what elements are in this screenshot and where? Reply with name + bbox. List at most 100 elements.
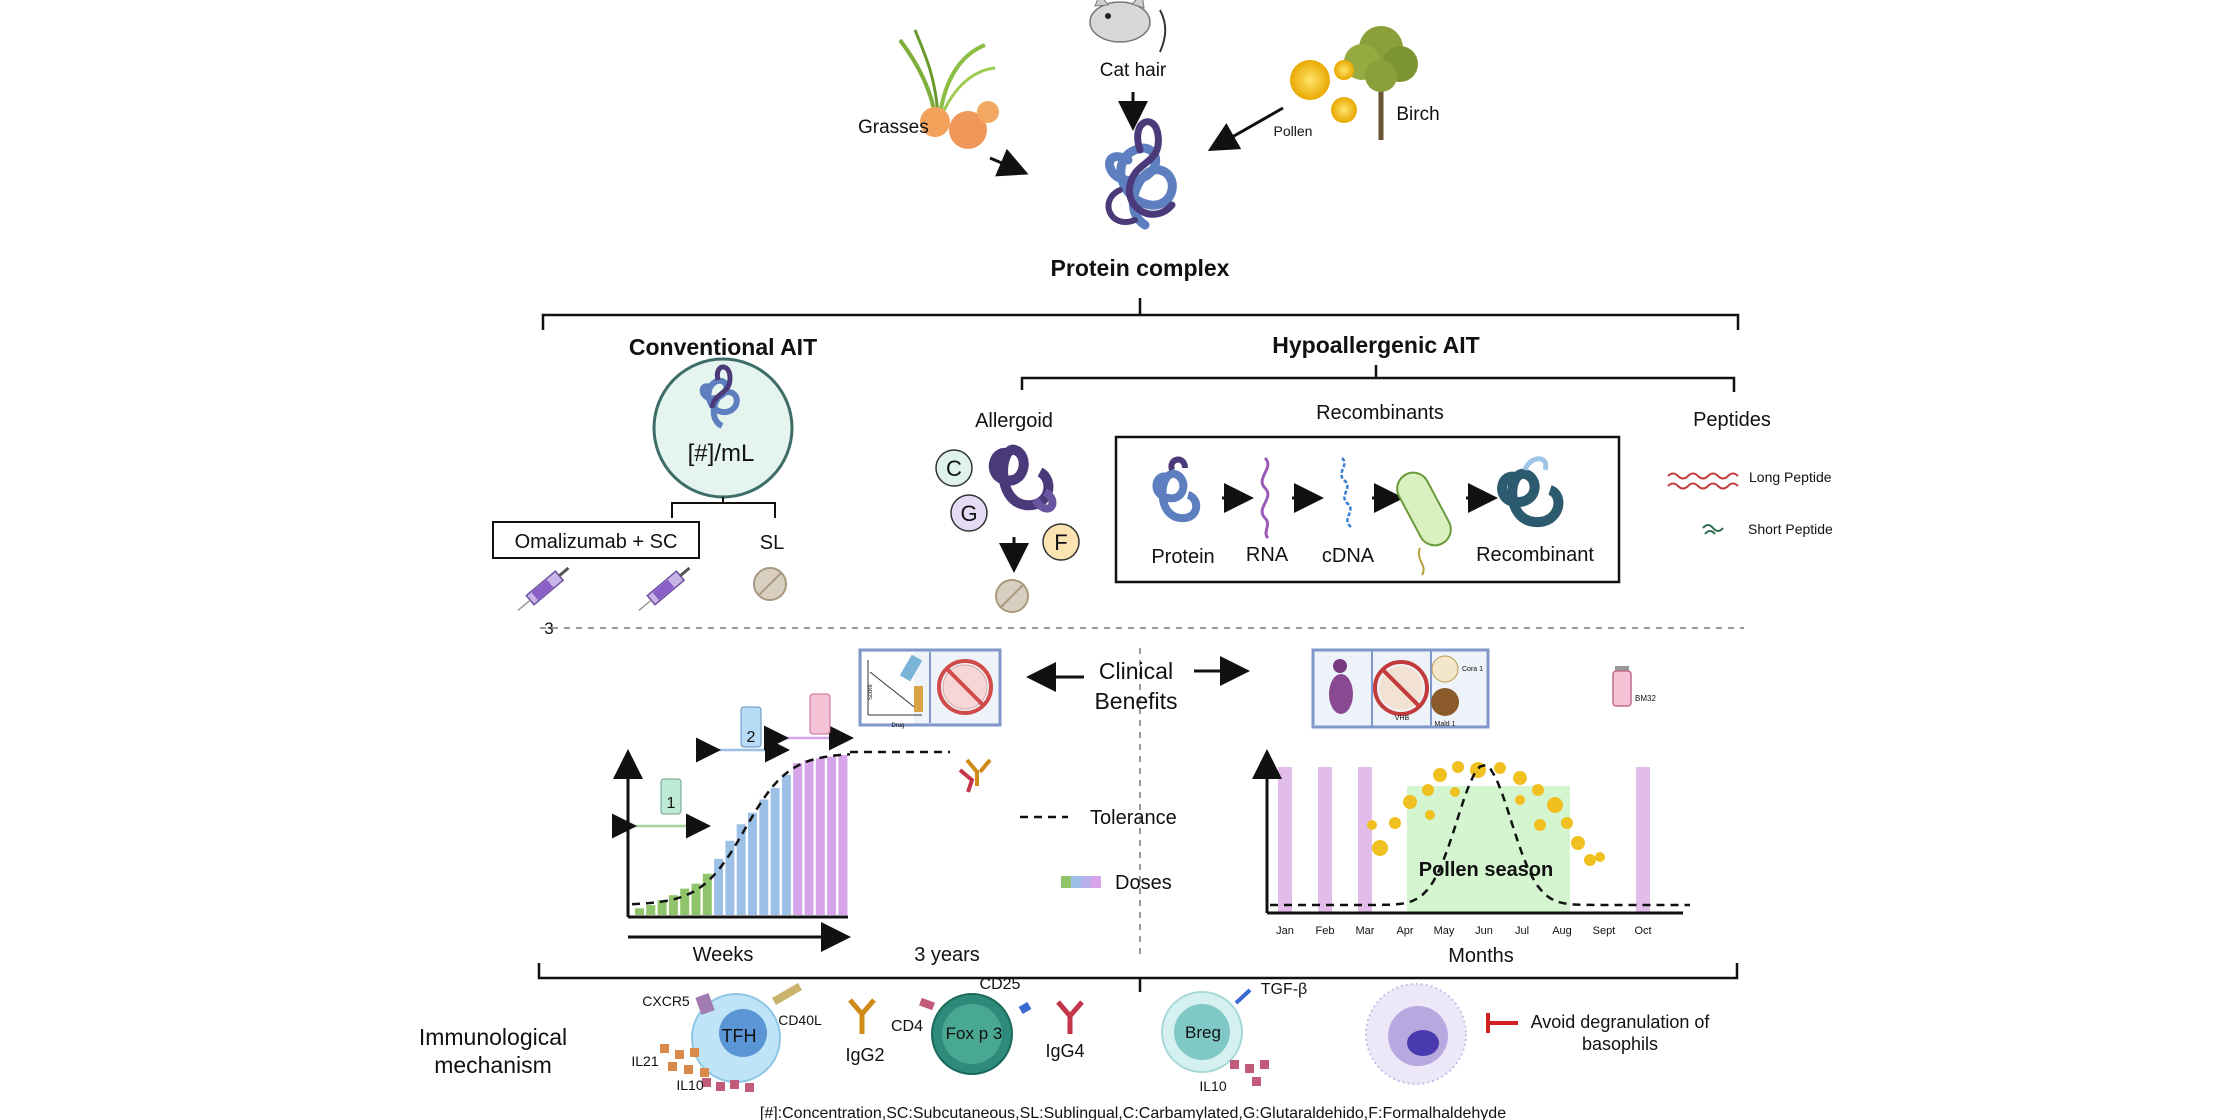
injection-bar: [1278, 767, 1292, 913]
glutaraldehyde-label: G: [960, 501, 977, 526]
dose-bar-green: [680, 888, 690, 915]
allergoid-tablet-icon: [995, 579, 1029, 613]
cd40l-label: CD40L: [778, 1012, 822, 1028]
igg4-antibody-icon: [1056, 1000, 1084, 1034]
igg2-label: IgG2: [845, 1045, 884, 1065]
pollen-grain: [1452, 761, 1464, 773]
pollen-grain: [1584, 854, 1596, 866]
grass-icon: [898, 29, 996, 116]
cd25-label: CD25: [980, 976, 1021, 993]
pollen-grain: [1372, 840, 1388, 856]
protein-complex-label: Protein complex: [1051, 255, 1230, 281]
foxp3-label: Fox p 3: [946, 1024, 1003, 1043]
dose-bar-blue: [725, 840, 735, 915]
short-peptide-icon: [1702, 524, 1724, 535]
dose-bar-blue: [770, 787, 780, 915]
cat-icon: [1089, 0, 1167, 53]
stage1-vial-icon: [660, 778, 682, 815]
dose-bar-green: [646, 905, 656, 915]
month-tick-label: Sept: [1593, 925, 1616, 937]
dose-chart: [613, 749, 851, 919]
dose-bar-blue: [781, 774, 791, 915]
divider-marker: 3: [544, 619, 553, 638]
glutaraldehyde-circle: [950, 494, 988, 532]
circle-protein-icon: [699, 364, 740, 429]
grass-pollen-icon: [920, 101, 999, 149]
cd4-label: CD4: [891, 1018, 923, 1035]
grasses-label: Grasses: [858, 117, 929, 138]
pollen-grain: [1403, 795, 1417, 809]
dose-bar-pink: [827, 756, 837, 915]
igg4-label: IgG4: [1045, 1041, 1084, 1061]
pollen-grain: [1532, 784, 1544, 796]
pollen-grain: [1547, 797, 1563, 813]
pipeline-label-rna: RNA: [1246, 544, 1289, 566]
left-panel-y-label: Score: [868, 684, 874, 700]
stage2-label: 2: [747, 729, 756, 746]
pollen-grain: [1389, 817, 1401, 829]
benefits-label: Benefits: [1094, 688, 1177, 714]
pollen-season-area: [1407, 786, 1570, 913]
bm32-vial-icon: [1612, 666, 1632, 707]
bacterium-icon: [1396, 471, 1452, 576]
pipeline-label-protein: Protein: [1151, 546, 1214, 568]
breg-cell-icon: [1161, 988, 1252, 1073]
season-tolerance-curve: [1270, 763, 1690, 907]
month-tick-label: Apr: [1396, 925, 1413, 937]
dose-bar-blue: [759, 799, 769, 915]
bottom-bracket: [537, 963, 1739, 992]
injection-bar: [1318, 767, 1332, 913]
pollen-label: Pollen: [1274, 123, 1313, 139]
conventional-bracket: [671, 497, 776, 518]
pollen-grain: [1595, 852, 1605, 862]
dose-bar-blue: [736, 824, 746, 915]
sl-label: SL: [760, 532, 784, 554]
month-tick-label: Jul: [1515, 925, 1529, 937]
conventional-ait-title: Conventional AIT: [629, 334, 817, 360]
short-peptide-label: Short Peptide: [1748, 521, 1833, 537]
duration-label: 3 years: [914, 944, 980, 966]
month-tick-label: Mar: [1356, 925, 1375, 937]
pollen-grain: [1513, 771, 1527, 785]
pollen-season-label: Pollen season: [1419, 859, 1554, 881]
concentration-label: [#]/mL: [688, 440, 755, 467]
month-tick-label: Jan: [1276, 925, 1294, 937]
allergoid-label: Allergoid: [975, 410, 1053, 432]
dose-bar-blue: [748, 812, 757, 915]
left-panel-x-label: Drug: [891, 723, 904, 729]
dose-bar-green: [668, 895, 678, 915]
pollen-grain: [1425, 810, 1435, 820]
omalizumab-label: Omalizumab + SC: [515, 531, 678, 553]
injection-bar: [1358, 767, 1372, 913]
mechanism-title-1: Immunological: [419, 1024, 567, 1050]
grasses-arrow: [989, 148, 1029, 177]
dose-bar-pink: [838, 754, 848, 915]
birch-pollen-icon: [1290, 60, 1357, 123]
formaldehyde-label: F: [1054, 530, 1067, 555]
dose-bar-pink: [804, 759, 814, 915]
mald-label: Mald 1: [1434, 721, 1455, 728]
pollen-arrow: [1207, 106, 1284, 151]
pipeline-label-recombinant: Recombinant: [1476, 544, 1594, 566]
pollen-grain: [1561, 817, 1573, 829]
right-benefits-panel: [1311, 648, 1490, 729]
hypoallergenic-ait-title: Hypoallergenic AIT: [1272, 332, 1479, 358]
birch-tree-icon: [1344, 26, 1418, 140]
pollen-grain: [1367, 820, 1377, 830]
breg-il10-label: IL10: [1199, 1078, 1226, 1094]
breg-il10-particles-icon: [1230, 1060, 1269, 1086]
tfh-cell-icon: [691, 983, 802, 1083]
weeks-label: Weeks: [693, 944, 754, 966]
il10-label: IL10: [676, 1077, 703, 1093]
birch-label: Birch: [1396, 104, 1439, 125]
tablet-icon: [753, 567, 787, 601]
pollen-grain: [1494, 762, 1506, 774]
formaldehyde-circle: [1042, 523, 1080, 561]
omalizumab-box: [492, 521, 700, 559]
tolerance-legend-label: Tolerance: [1090, 807, 1177, 829]
il10-particles-icon: [702, 1078, 754, 1092]
pollen-grain: [1571, 836, 1585, 850]
treg-cell-icon: [919, 993, 1032, 1075]
allergoid-protein-icon: [988, 444, 1057, 513]
